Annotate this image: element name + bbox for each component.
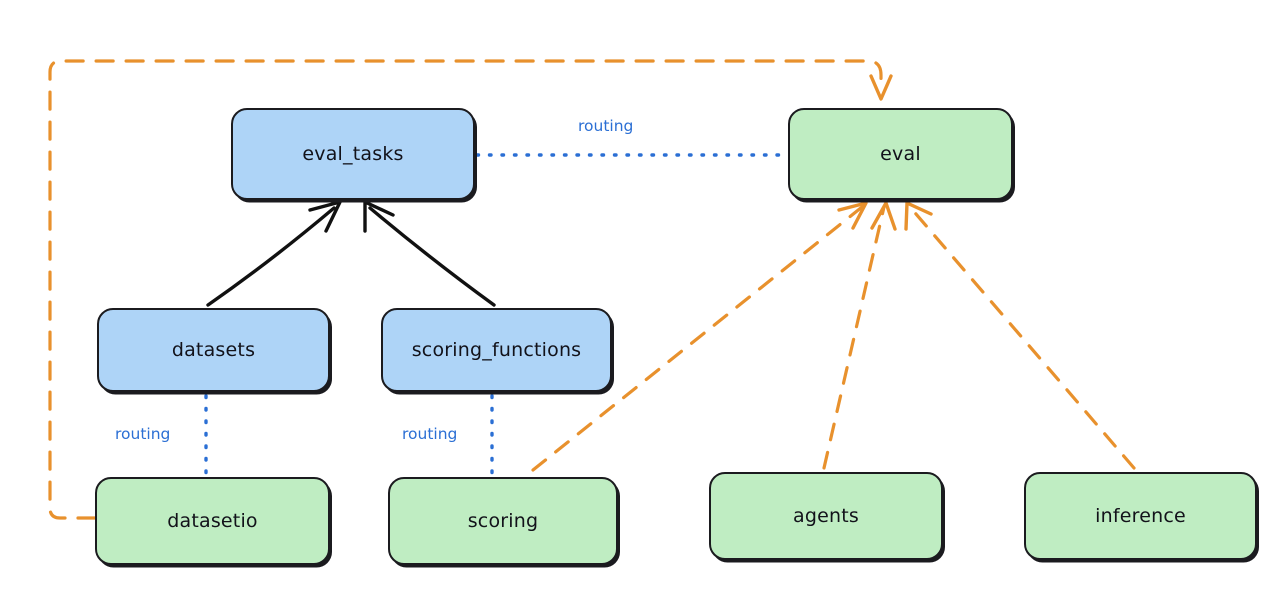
node-datasets[interactable]: datasets [97, 308, 330, 392]
node-datasetio[interactable]: datasetio [95, 477, 330, 565]
node-inference[interactable]: inference [1024, 472, 1257, 560]
node-scoring-functions-label: scoring_functions [411, 339, 582, 361]
node-inference-label: inference [1095, 505, 1186, 527]
edge-inference-to-eval [904, 201, 1136, 470]
node-datasets-label: datasets [171, 339, 256, 361]
edge-label-routing-eval: routing [578, 117, 634, 135]
edge-label-routing-scoring: routing [402, 425, 458, 443]
edge-agents-to-eval [822, 201, 897, 470]
node-scoring[interactable]: scoring [388, 477, 618, 565]
node-scoring-functions[interactable]: scoring_functions [381, 308, 612, 392]
node-eval[interactable]: eval [788, 108, 1013, 200]
node-agents[interactable]: agents [709, 472, 943, 560]
edge-scoring-functions-to-eval-tasks [363, 200, 496, 307]
node-eval-tasks-label: eval_tasks [302, 143, 404, 165]
node-eval-tasks[interactable]: eval_tasks [231, 108, 475, 200]
node-datasetio-label: datasetio [167, 510, 258, 532]
edge-datasets-to-eval-tasks [206, 200, 342, 307]
edge-label-routing-datasetio: routing [115, 425, 171, 443]
node-scoring-label: scoring [467, 510, 539, 532]
node-eval-label: eval [880, 143, 921, 165]
node-agents-label: agents [793, 505, 859, 527]
